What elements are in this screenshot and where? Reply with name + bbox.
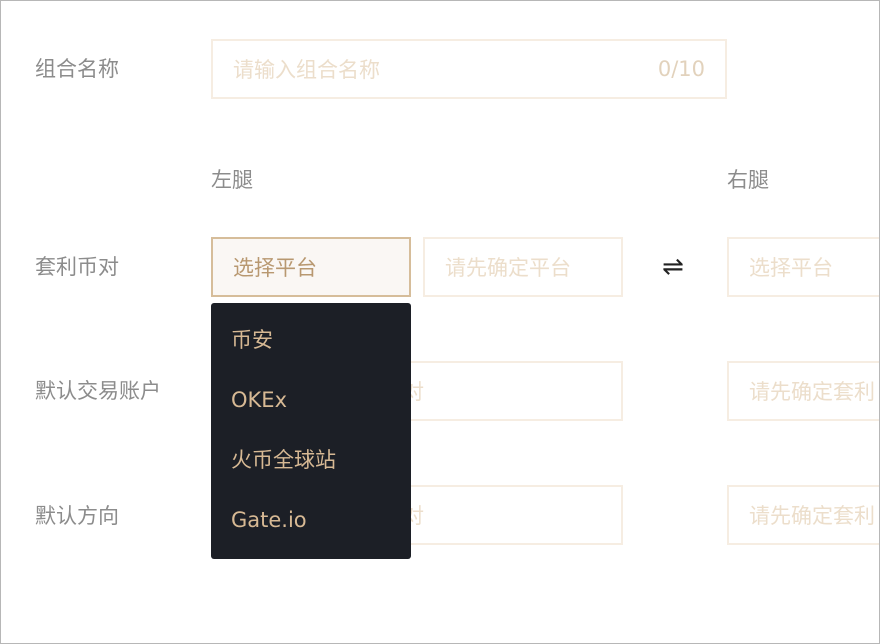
right-account-placeholder: 请先确定套利 — [749, 380, 875, 404]
right-platform-placeholder: 选择平台 — [749, 256, 833, 280]
left-platform-select[interactable]: 选择平台 — [211, 237, 411, 297]
platform-option-binance[interactable]: 币安 — [231, 328, 273, 352]
left-platform-value: 选择平台 — [233, 256, 317, 280]
right-direction-select[interactable]: 请先确定套利 — [727, 485, 879, 545]
right-account-select[interactable]: 请先确定套利 — [727, 361, 879, 421]
name-label: 组合名称 — [35, 57, 119, 81]
left-pair-placeholder: 请先确定平台 — [445, 256, 571, 280]
direction-label: 默认方向 — [35, 504, 119, 528]
right-direction-placeholder: 请先确定套利 — [749, 504, 875, 528]
platform-dropdown-menu: 币安 OKEx 火币全球站 Gate.io — [211, 303, 411, 559]
pair-label: 套利币对 — [35, 255, 119, 279]
platform-option-huobi[interactable]: 火币全球站 — [231, 448, 336, 472]
swap-icon[interactable]: ⇌ — [662, 252, 684, 282]
name-char-counter: 0/10 — [657, 57, 705, 81]
name-placeholder: 请输入组合名称 — [233, 58, 380, 82]
account-label: 默认交易账户 — [35, 379, 161, 403]
name-input[interactable]: 请输入组合名称 0/10 — [211, 39, 727, 99]
left-leg-heading: 左腿 — [211, 168, 253, 192]
platform-option-gateio[interactable]: Gate.io — [231, 508, 307, 532]
left-pair-select[interactable]: 请先确定平台 — [423, 237, 623, 297]
platform-option-okex[interactable]: OKEx — [231, 388, 287, 412]
right-platform-select[interactable]: 选择平台 — [727, 237, 879, 297]
right-leg-heading: 右腿 — [727, 168, 769, 192]
